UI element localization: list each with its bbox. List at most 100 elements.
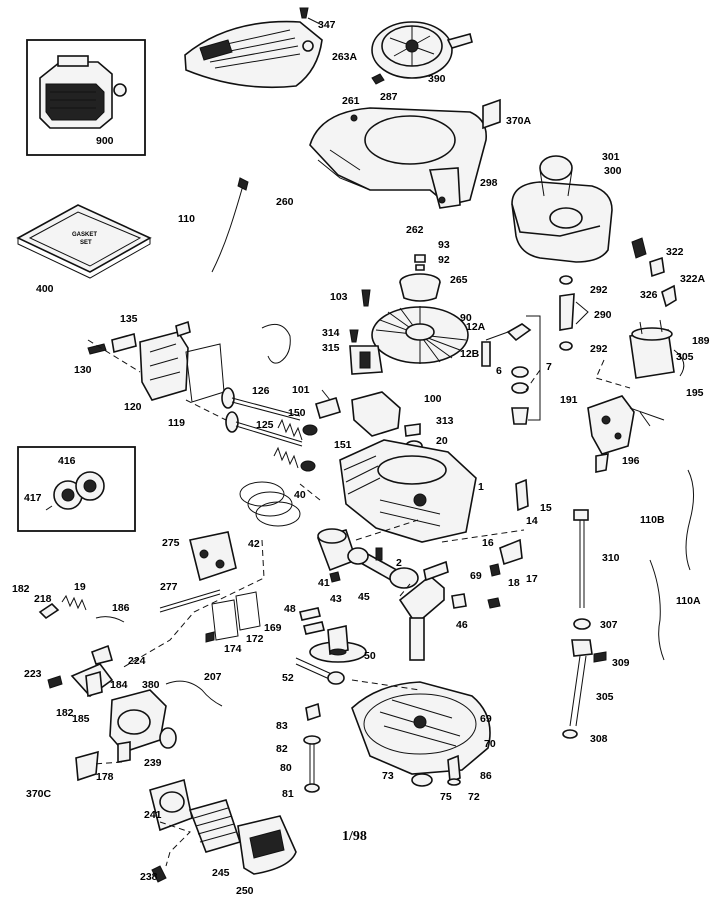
part-label: 315 xyxy=(322,342,340,354)
part-label: 265 xyxy=(450,274,468,286)
part-label: 101 xyxy=(292,384,310,396)
part-label: 120 xyxy=(124,401,142,413)
bolt-icon xyxy=(361,289,371,307)
part-label: 322A xyxy=(680,273,706,285)
ignition-module-icon xyxy=(315,389,401,437)
wire-lead-icon xyxy=(649,559,665,661)
starter-clutch-icon xyxy=(45,471,105,511)
governor-lever-icon xyxy=(451,593,467,609)
intake-elbow-icon xyxy=(90,644,113,665)
part-label: 238 xyxy=(140,871,158,883)
part-label: 150 xyxy=(288,407,306,419)
dipstick-tube-icon xyxy=(569,639,593,727)
air-filter-element-icon xyxy=(188,799,242,853)
gasket-icon xyxy=(85,670,103,698)
control-bracket-icon xyxy=(587,395,665,473)
part-label: 178 xyxy=(96,771,114,783)
part-label: 41 xyxy=(318,577,330,589)
part-label: 416 xyxy=(58,455,76,467)
link-rod-icon xyxy=(485,331,509,341)
governor-spring-icon xyxy=(61,594,87,611)
muffler-bolt-icon xyxy=(159,589,221,609)
part-label: 70 xyxy=(484,738,496,750)
bolt-icon xyxy=(371,73,385,85)
rotating-screen-icon xyxy=(371,21,473,79)
part-label: 241 xyxy=(144,809,162,821)
piston-icon xyxy=(316,528,358,572)
part-label: 130 xyxy=(74,364,92,376)
part-label: 43 xyxy=(330,593,342,605)
valve-icon xyxy=(221,387,301,421)
connecting-rod-icon xyxy=(347,547,419,589)
valve-icon xyxy=(225,411,303,447)
choke-link-icon xyxy=(165,680,223,707)
part-label: 298 xyxy=(480,177,498,189)
part-label: 83 xyxy=(276,720,288,732)
air-filter-cover-icon xyxy=(237,815,297,875)
washer-icon xyxy=(415,264,425,271)
screw-icon xyxy=(593,651,607,663)
part-label: 17 xyxy=(526,573,538,585)
exhaust-gasket-icon xyxy=(235,591,261,631)
part-label: 184 xyxy=(110,679,128,691)
part-label: 287 xyxy=(380,91,398,103)
decal-icon xyxy=(482,98,501,130)
fuel-tank-icon xyxy=(511,155,613,263)
part-label: 69 xyxy=(470,570,482,582)
seal-icon xyxy=(511,366,529,378)
part-label: 135 xyxy=(120,313,138,325)
part-label: 82 xyxy=(276,743,288,755)
governor-shaft-icon xyxy=(295,657,345,685)
exhaust-gasket-icon xyxy=(211,599,239,641)
group-bracket xyxy=(526,315,541,421)
part-label: 93 xyxy=(438,239,450,251)
link-rod-icon xyxy=(95,616,125,623)
camshaft-icon xyxy=(309,625,367,663)
part-label: 292 xyxy=(590,343,608,355)
air-filter-base-icon xyxy=(149,778,193,832)
oil-sump-icon xyxy=(351,681,491,775)
part-label: 370A xyxy=(506,115,532,127)
gasket-set-icon: GASKET SET xyxy=(16,204,152,279)
tappet-icon xyxy=(299,607,321,621)
part-label: 14 xyxy=(526,515,538,527)
part-label: 400 xyxy=(36,283,54,295)
grommet-icon xyxy=(559,341,573,351)
part-label: 182 xyxy=(12,583,30,595)
carb-gasket-icon xyxy=(159,727,177,749)
part-label: 195 xyxy=(686,387,704,399)
part-label: 186 xyxy=(112,602,130,614)
wire-lead-icon xyxy=(211,181,245,273)
bolt-icon xyxy=(375,547,383,561)
tappet-icon xyxy=(303,621,325,635)
part-label: 185 xyxy=(72,713,90,725)
part-label: 7 xyxy=(546,361,552,373)
part-label: 18 xyxy=(508,577,520,589)
part-label: 310 xyxy=(602,552,620,564)
part-label: 263A xyxy=(332,51,358,63)
part-label: 81 xyxy=(282,788,294,800)
part-label: 16 xyxy=(482,537,494,549)
ignition-coil-icon xyxy=(261,323,383,375)
muffler-icon xyxy=(189,531,237,582)
part-label: 309 xyxy=(612,657,630,669)
valve-spring-icon xyxy=(273,418,303,469)
flywheel-hub-icon xyxy=(399,273,441,302)
group-bracket xyxy=(575,301,589,325)
part-label: 73 xyxy=(382,770,394,782)
part-label: 172 xyxy=(246,633,264,645)
part-labels: 347263A390287261370A90030130029826011026… xyxy=(12,19,710,897)
part-label: 45 xyxy=(358,591,370,603)
tube-icon xyxy=(111,332,137,354)
part-label: 290 xyxy=(594,309,612,321)
screw-icon xyxy=(205,631,215,643)
decal-icon xyxy=(75,750,99,782)
washer-icon xyxy=(447,778,461,786)
gasket-set-text-1: GASKET xyxy=(72,232,97,238)
part-label: 314 xyxy=(322,327,340,339)
part-label: 151 xyxy=(334,439,352,451)
breather-cover-icon xyxy=(139,320,191,401)
sump-bolt-icon xyxy=(303,735,321,786)
part-label: 218 xyxy=(34,593,52,605)
